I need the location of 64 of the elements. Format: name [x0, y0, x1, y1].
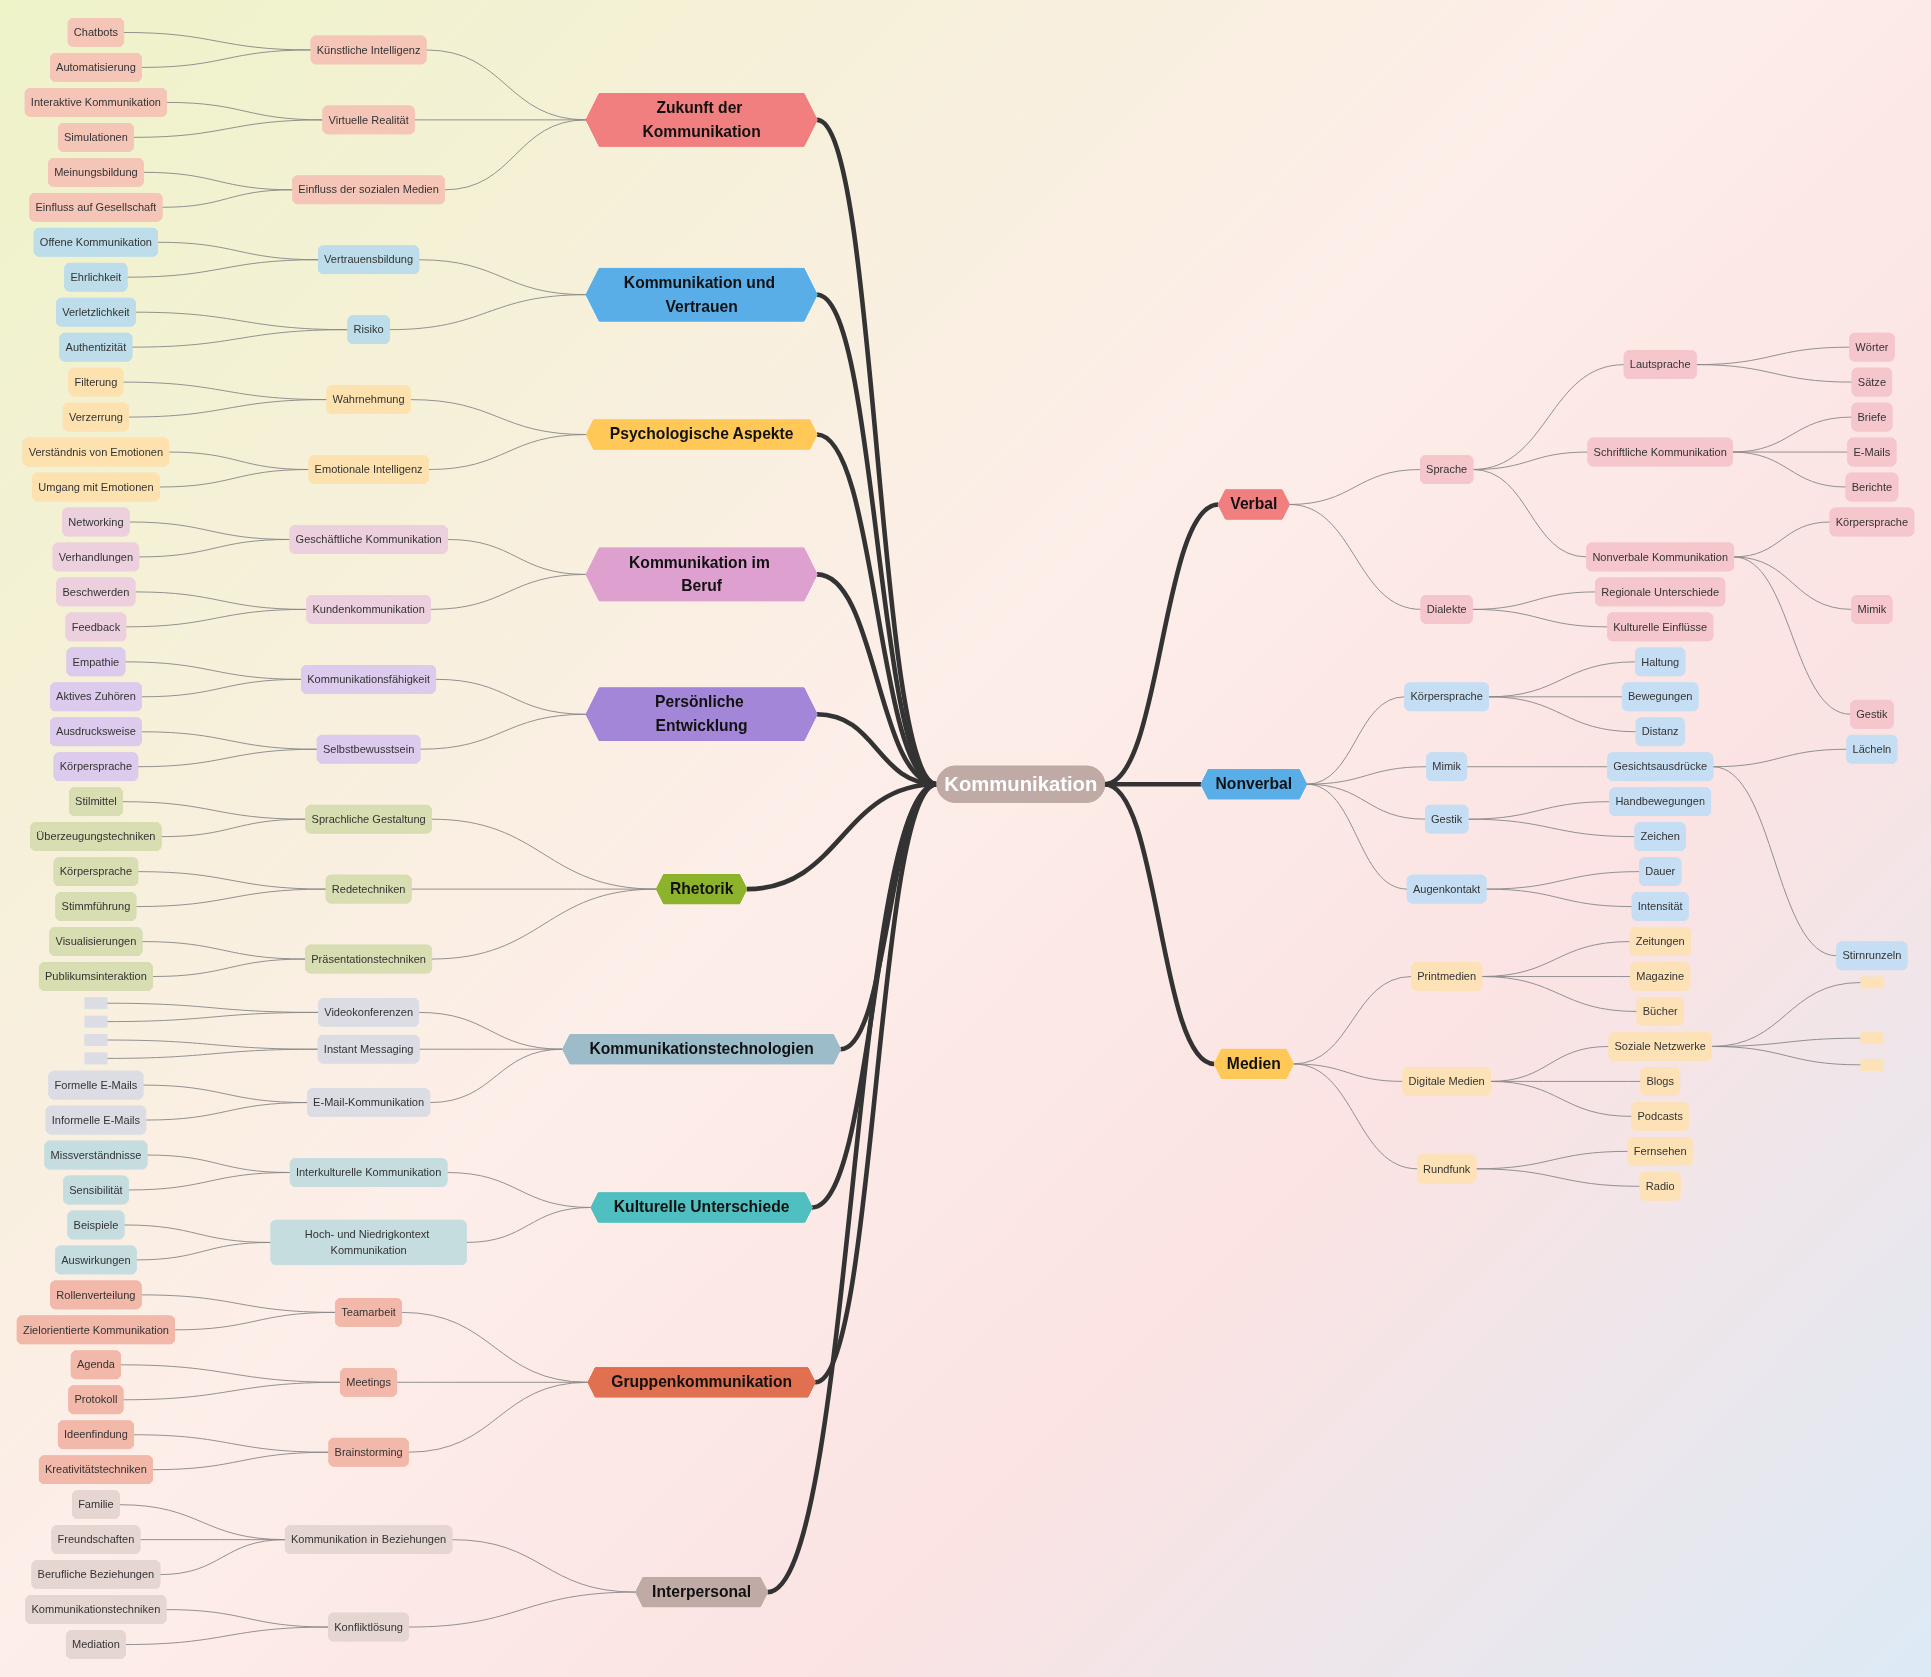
connector	[137, 748, 318, 768]
connector	[151, 958, 307, 977]
connector	[127, 1172, 291, 1191]
connector	[1306, 766, 1428, 785]
connector	[159, 1539, 286, 1576]
connector	[161, 189, 294, 208]
connector	[465, 1207, 592, 1243]
connector	[151, 1451, 330, 1471]
connector	[1733, 556, 1852, 715]
connector	[128, 399, 328, 418]
node-box	[84, 997, 108, 1010]
connector	[106, 1048, 319, 1059]
connector	[1466, 766, 1609, 768]
connector	[1467, 818, 1636, 838]
node-box	[84, 1034, 108, 1046]
connector	[1292, 1063, 1418, 1170]
connector	[1481, 976, 1638, 1012]
connector	[410, 888, 657, 890]
connector	[140, 678, 303, 698]
connector	[1731, 451, 1847, 488]
connector	[132, 119, 324, 138]
connector	[138, 539, 291, 558]
connector	[429, 1048, 564, 1104]
node-box	[1860, 976, 1884, 989]
connector	[1475, 1168, 1641, 1187]
connector	[122, 1381, 342, 1401]
connector	[1103, 782, 1216, 1067]
connector	[160, 818, 307, 838]
connector	[106, 1011, 320, 1023]
connector	[1467, 801, 1611, 820]
connector	[1306, 783, 1408, 890]
node-box	[1860, 1058, 1884, 1071]
connector	[140, 49, 312, 68]
connector	[158, 469, 310, 488]
connector	[1487, 696, 1637, 733]
connector	[1288, 504, 1422, 610]
connector	[131, 329, 349, 348]
connector	[145, 1102, 309, 1121]
connector	[429, 573, 587, 610]
node-box	[1860, 1032, 1884, 1045]
connector	[407, 1381, 589, 1453]
connector	[135, 888, 327, 908]
connector	[443, 119, 587, 191]
connector	[418, 1011, 564, 1050]
connector	[1712, 766, 1838, 957]
connector	[1485, 888, 1633, 908]
connector	[1472, 469, 1588, 558]
connector	[124, 1626, 330, 1645]
connector	[135, 1242, 272, 1261]
connector	[419, 713, 587, 750]
node-box	[84, 1052, 108, 1065]
connector	[1733, 556, 1853, 610]
connector	[1695, 364, 1853, 383]
node-box	[84, 1015, 108, 1028]
connector	[125, 608, 308, 628]
connector	[427, 434, 587, 470]
connector	[408, 1591, 637, 1628]
connector	[1306, 696, 1406, 785]
connector	[126, 259, 320, 278]
connector	[1471, 608, 1609, 628]
connector	[174, 1311, 337, 1331]
connector	[121, 801, 307, 820]
connector	[388, 294, 587, 331]
connector	[431, 888, 657, 960]
